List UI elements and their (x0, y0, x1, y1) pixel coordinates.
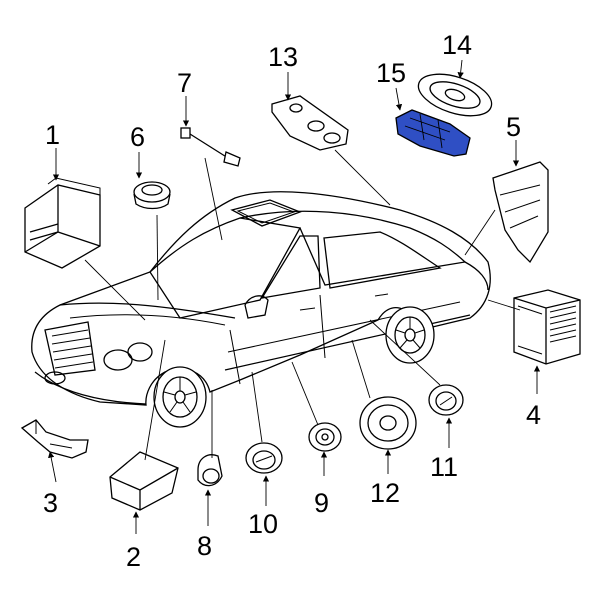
callout-12: 12 (370, 478, 400, 508)
part-bracket-13 (271, 95, 349, 151)
car-illustration (31, 191, 491, 428)
part-speaker-11 (428, 384, 464, 416)
callout-4: 4 (526, 400, 541, 430)
callout-11: 11 (430, 452, 458, 482)
part-amplifier-box (24, 177, 101, 269)
part-oval-speaker-14 (417, 73, 493, 117)
part-highlighted-15 (395, 109, 471, 157)
callout-9: 9 (314, 488, 329, 518)
part-tweeter-6 (133, 181, 171, 210)
callout-14: 14 (442, 30, 472, 60)
leader-lines (48, 59, 541, 534)
part-speaker-10 (245, 442, 283, 474)
callout-8: 8 (197, 531, 212, 561)
callout-2: 2 (126, 542, 141, 572)
part-speaker-8 (197, 454, 223, 487)
callout-7: 7 (177, 68, 192, 98)
part-woofer-12 (359, 396, 417, 450)
part-control-unit-4 (513, 289, 581, 365)
callout-labels: 1 2 3 4 5 6 7 8 9 10 11 12 13 14 15 (43, 30, 541, 572)
part-bracket-5 (492, 161, 549, 264)
part-cable-7 (180, 127, 241, 167)
part-module-2 (109, 451, 179, 511)
callout-15: 15 (376, 58, 406, 88)
part-speaker-9 (308, 422, 342, 452)
callout-1: 1 (45, 120, 60, 150)
callout-10: 10 (248, 509, 278, 539)
part-bracket-3 (20, 419, 89, 459)
callout-6: 6 (130, 122, 145, 152)
callout-13: 13 (268, 42, 298, 72)
callout-3: 3 (43, 488, 58, 518)
callout-5: 5 (506, 112, 521, 142)
